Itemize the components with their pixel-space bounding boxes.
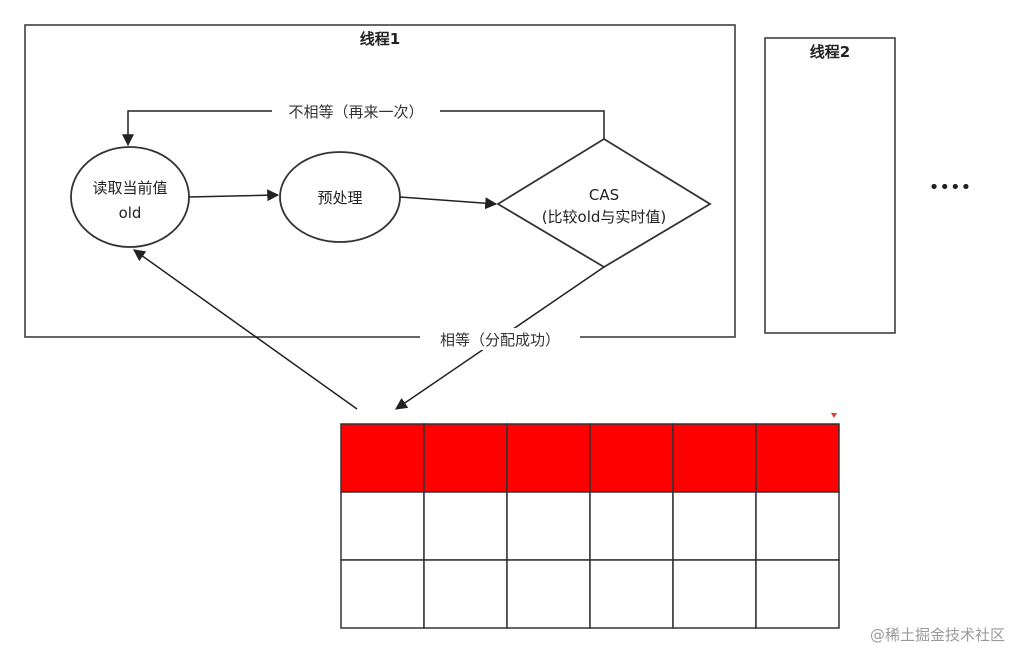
grid-cell-free	[589, 491, 674, 561]
edge-retry-label-bg	[272, 101, 440, 121]
grid-cell-free	[506, 491, 591, 561]
cas-node-label-1: CAS	[589, 186, 619, 204]
preprocess-node-label: 预处理	[317, 189, 362, 207]
grid-cell-free	[340, 491, 425, 561]
read-node-label-2: old	[119, 204, 142, 222]
grid-cell-free	[672, 491, 757, 561]
grid-cell-allocated	[672, 423, 757, 493]
grid-cell-free	[672, 559, 757, 629]
edge-retry-label: 不相等（再来一次）	[288, 103, 423, 121]
grid-cell-allocated	[506, 423, 591, 493]
thread2-title: 线程2	[810, 43, 850, 61]
grid-cell-allocated	[423, 423, 508, 493]
edge-read-to-preprocess	[188, 189, 280, 202]
grid-cell-free	[755, 491, 840, 561]
edge-grid-to-read	[133, 249, 358, 410]
grid-cell-free	[506, 559, 591, 629]
watermark: @稀土掘金技术社区	[870, 626, 1005, 644]
grid-marker-icon	[831, 413, 837, 418]
grid-cell-allocated	[340, 423, 425, 493]
thread2-box	[764, 37, 896, 334]
grid-cell-free	[423, 559, 508, 629]
read-node-label-1: 读取当前值	[92, 179, 167, 197]
grid-cell-free	[755, 559, 840, 629]
more-threads-ellipsis: ••••	[929, 177, 971, 198]
grid-cell-free	[589, 559, 674, 629]
grid-cell-free	[340, 559, 425, 629]
thread1-title: 线程1	[360, 30, 400, 48]
edge-preprocess-to-cas	[399, 196, 498, 210]
grid-cell-allocated	[755, 423, 840, 493]
edge-success-label-bg	[420, 328, 580, 350]
memory-grid	[340, 423, 840, 629]
grid-cell-allocated	[589, 423, 674, 493]
grid-cell-free	[423, 491, 508, 561]
read-node	[70, 146, 190, 248]
thread1-box	[24, 24, 736, 338]
edge-success-label: 相等（分配成功）	[440, 331, 560, 349]
cas-node-label-2: (比较old与实时值)	[542, 208, 667, 226]
